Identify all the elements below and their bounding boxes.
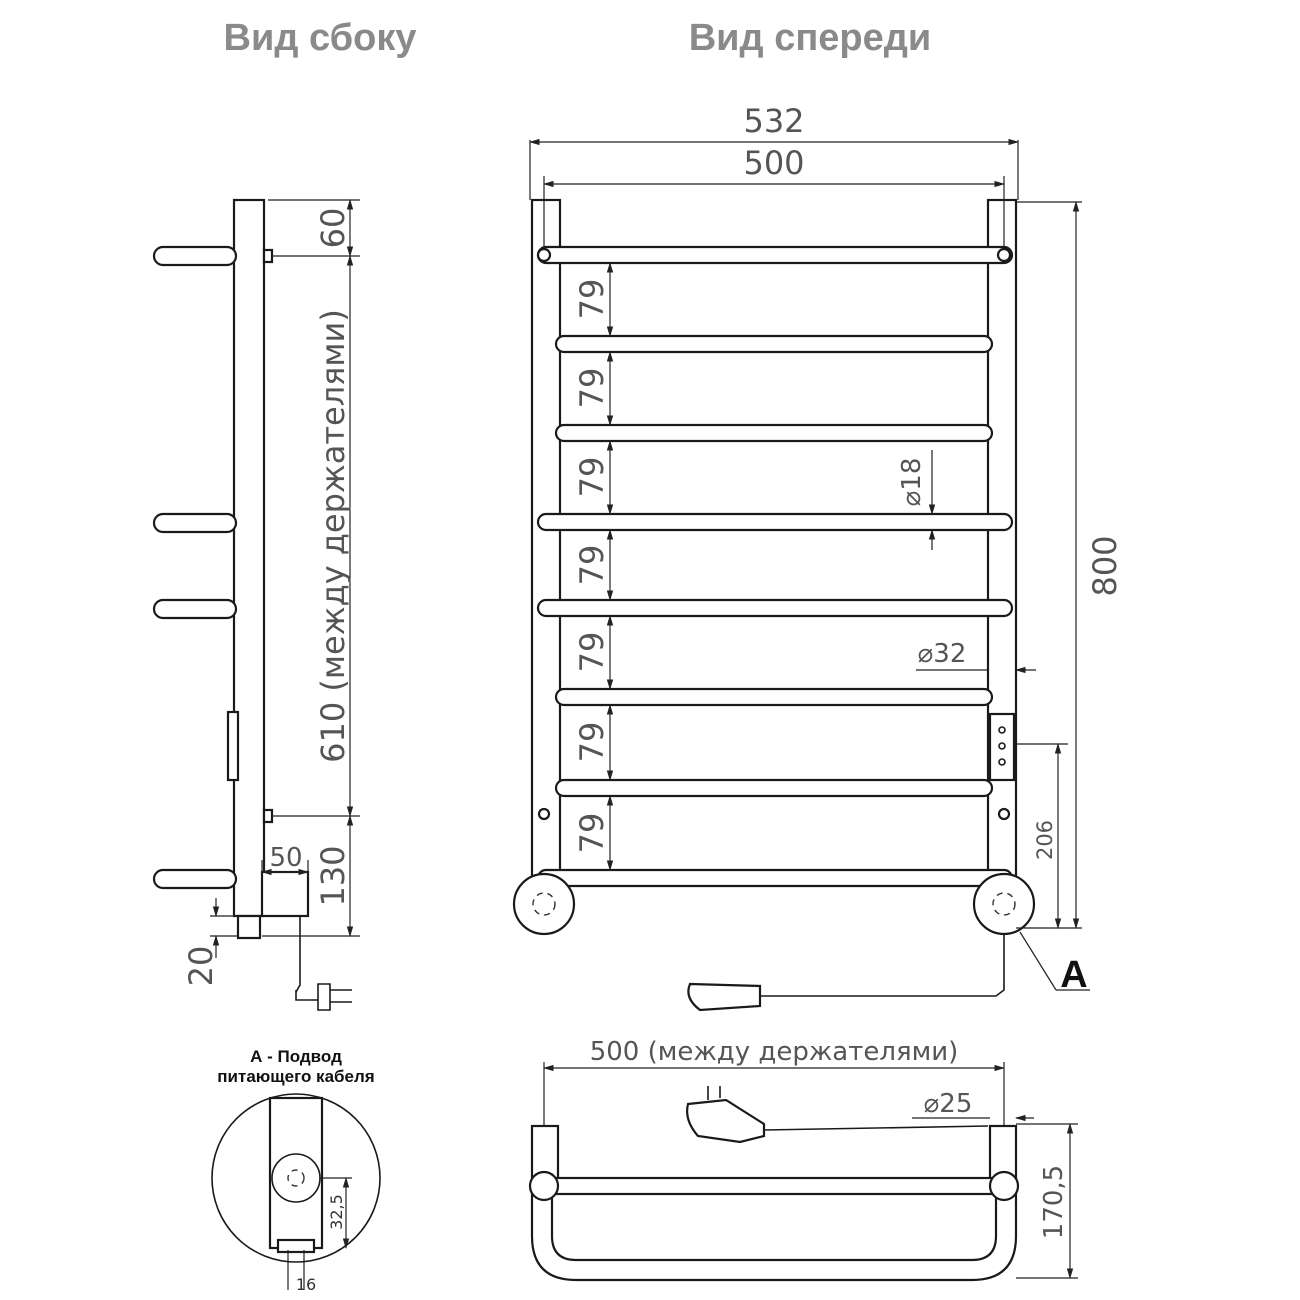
front-bar-2 (554, 334, 994, 354)
dim-side-foot: 20 (182, 946, 220, 987)
detail-cable-exit (276, 1238, 316, 1254)
front-mount-bottom-right (997, 807, 1011, 821)
dim-detail-width: 16 (296, 1275, 316, 1294)
side-control-unit (226, 710, 240, 782)
dim-bar-spacing-5: 79 (573, 632, 611, 673)
side-plug (295, 983, 352, 1011)
dim-bar-spacing-1: 79 (573, 279, 611, 320)
side-cable-block (260, 870, 310, 918)
front-control-unit (988, 712, 1016, 782)
side-post-cap (236, 914, 262, 940)
front-mount-top-left (536, 247, 552, 263)
front-bar-7 (554, 778, 994, 798)
side-holder-bottom (262, 808, 274, 824)
side-holder-top (262, 248, 274, 264)
dim-bar-spacing-4: 79 (573, 545, 611, 586)
front-plug (687, 982, 762, 1012)
dim-bar-diameter: ⌀18 (897, 458, 927, 507)
top-hub-left (528, 1170, 560, 1202)
front-view-title: Вид спереди (689, 17, 932, 59)
detail-title-line1: А - Подвод (250, 1047, 342, 1066)
side-view: 60 610 (между держателями) 130 50 20 (152, 198, 360, 1011)
front-bar-6 (554, 687, 994, 707)
side-arm-top (152, 245, 238, 267)
front-mount-top-right (996, 247, 1012, 263)
top-cable (763, 1125, 989, 1131)
top-cross-bar (542, 1176, 1006, 1196)
side-arm-mid2 (152, 598, 238, 620)
front-bar-3 (554, 423, 994, 443)
front-cable (760, 934, 1005, 997)
callout-a: A (1060, 954, 1087, 996)
dim-top-holder-distance: 500 (между держателями) (590, 1037, 959, 1067)
top-plug (686, 1098, 766, 1144)
side-post (232, 198, 266, 918)
front-bar-5 (536, 598, 1014, 618)
dim-side-bottom-offset: 130 (314, 845, 352, 906)
detail-title-line2: питающего кабеля (217, 1067, 374, 1086)
dim-bar-spacing-6: 79 (573, 722, 611, 763)
side-cable (295, 916, 301, 993)
dim-front-overall-width: 532 (743, 102, 804, 140)
dim-bar-spacing-2: 79 (573, 368, 611, 409)
dim-side-depth: 50 (269, 843, 302, 873)
dim-side-top-offset: 60 (314, 208, 352, 249)
front-bar-1 (536, 245, 1014, 265)
dim-control-height: 206 (1033, 820, 1057, 860)
dim-post-diameter: ⌀32 (918, 639, 967, 669)
side-arm-bottom (152, 868, 238, 890)
dim-detail-height: 32,5 (327, 1194, 346, 1230)
top-view: 500 (между держателями) ⌀25 170,5 (528, 1037, 1078, 1282)
dim-bar-spacing-3: 79 (573, 457, 611, 498)
detail-post (268, 1096, 324, 1250)
front-mount-bottom-left (537, 807, 551, 821)
detail-circle (211, 1093, 381, 1263)
dim-side-holder-distance: 610 (между держателями) (314, 309, 352, 763)
side-view-title: Вид сбоку (224, 17, 417, 59)
dim-front-holder-width: 500 (743, 144, 804, 182)
dim-top-depth: 170,5 (1039, 1165, 1069, 1239)
front-view: 532 500 800 79 79 79 79 79 79 79 ⌀18 ⌀32 (512, 102, 1124, 1012)
detail-a: А - Подвод питающего кабеля 32,5 16 (211, 1047, 381, 1294)
front-rosette-left (512, 872, 576, 936)
dim-top-diameter: ⌀25 (924, 1089, 973, 1119)
dim-front-height: 800 (1086, 535, 1124, 596)
dim-bar-spacing-7: 79 (573, 813, 611, 854)
top-hub-right (988, 1170, 1020, 1202)
side-arm-mid1 (152, 512, 238, 534)
front-bar-4 (536, 512, 1014, 532)
front-post-right (986, 198, 1018, 930)
front-bar-8 (536, 868, 1014, 888)
front-rosette-right (972, 872, 1036, 936)
